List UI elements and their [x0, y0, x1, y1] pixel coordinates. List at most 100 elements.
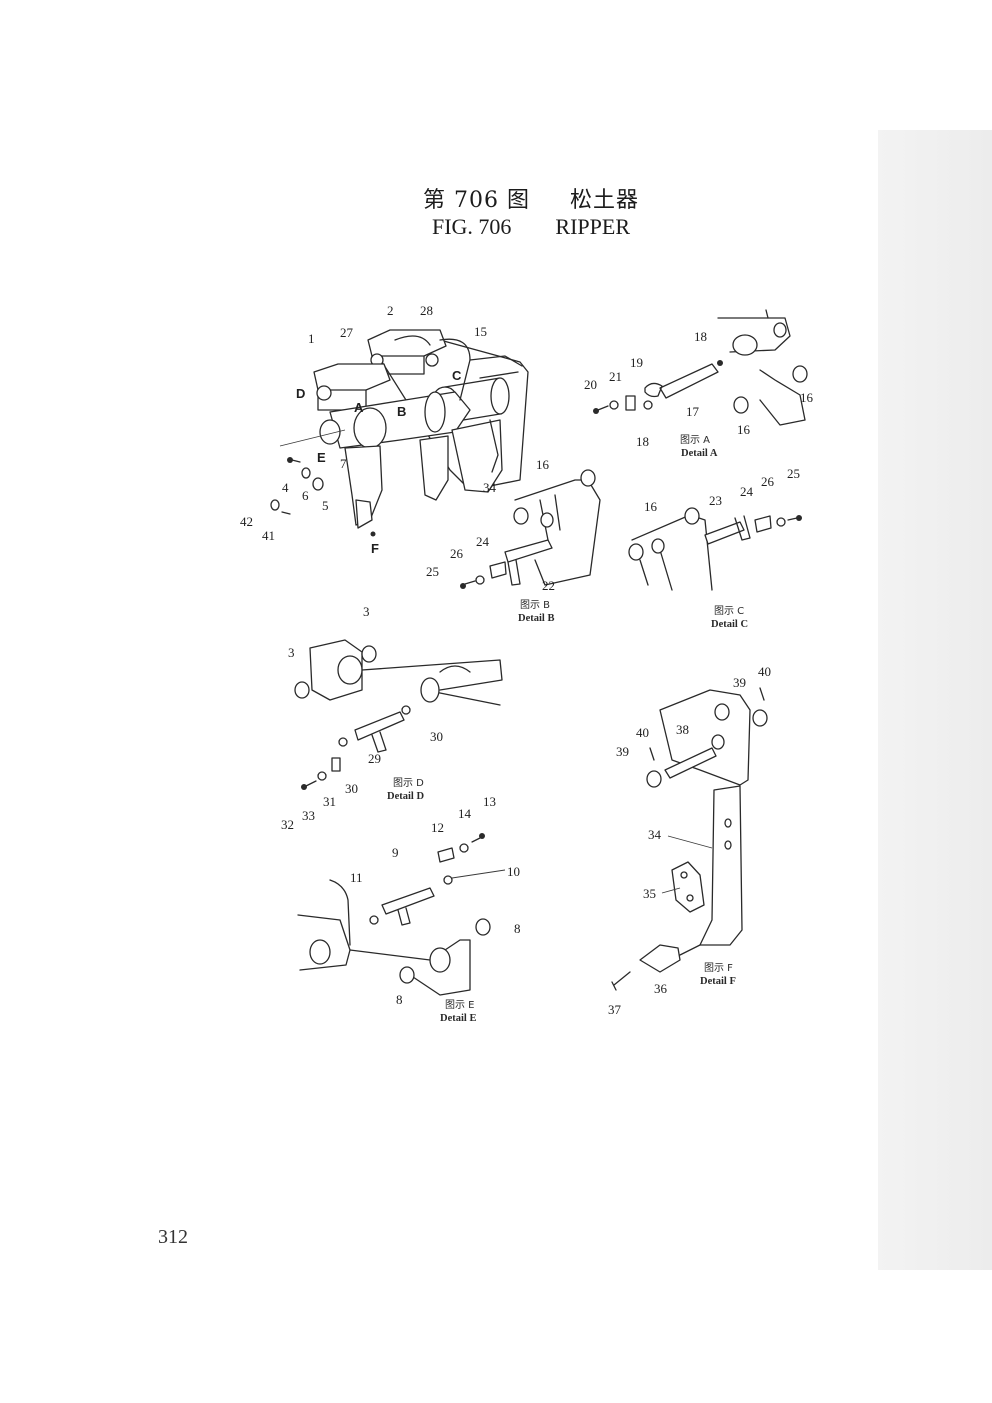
front-pin-boss [316, 385, 332, 401]
washer-26-c [776, 517, 786, 527]
bolt-20 [597, 405, 609, 411]
part-label: 31 [323, 794, 336, 809]
part-label: 19 [630, 355, 643, 370]
pin-38 [664, 747, 717, 779]
detail-e-bracket-boss [429, 947, 451, 973]
part-label: 42 [240, 514, 253, 529]
part-label: 7 [340, 456, 347, 471]
part-label: 2 [387, 303, 394, 318]
bolt-25-c [787, 517, 798, 521]
part-label: 34 [648, 827, 662, 842]
part-label: 18 [694, 329, 707, 344]
view-markers: D A B C E F [296, 368, 462, 556]
part-label: 36 [654, 981, 668, 996]
part-label: 1 [308, 331, 315, 346]
detail-a: 18 19 21 20 17 18 16 16 图示 A Detail A [584, 309, 814, 459]
bolt-13-head [479, 833, 485, 839]
nut-18 [643, 400, 653, 410]
detail-d-caption-en: Detail D [387, 791, 424, 802]
pin-29-tab [371, 731, 387, 753]
part-label: 29 [368, 751, 381, 766]
part-label: 12 [431, 820, 444, 835]
detail-e-frame-boss [309, 939, 331, 965]
rear-frame-ribs [469, 355, 523, 379]
detail-f-lower-hole [711, 734, 725, 750]
marker-B: B [397, 404, 406, 419]
bolt-4 [287, 457, 293, 463]
upper-block-part-28 [367, 329, 447, 357]
page-number: 312 [158, 1226, 188, 1248]
detail-c-caption-en: Detail C [711, 619, 748, 630]
mid-pin [424, 391, 446, 433]
part-label: 38 [676, 722, 689, 737]
bushing-39-left [646, 770, 662, 788]
bushing-39-right [752, 709, 768, 727]
detail-a-boss [732, 334, 758, 356]
detail-e: 13 14 12 9 10 11 8 8 图示 E Detail E [297, 794, 521, 1024]
marker-C: C [452, 368, 462, 383]
part-label: 18 [636, 434, 649, 449]
marker-F-dot [370, 531, 376, 537]
scan-edge-shadow [878, 130, 992, 1270]
detail-b-caption-en: Detail B [518, 613, 554, 624]
bushing-8-upper [475, 918, 491, 936]
part-label: 15 [474, 324, 487, 339]
part-label: 39 [616, 744, 629, 759]
part-label: 5 [322, 498, 329, 513]
detail-f: 40 39 38 40 39 34 35 36 37 图示 F Detail F [608, 664, 771, 1017]
bushing-3-upper [361, 645, 377, 663]
part-label: 24 [740, 484, 754, 499]
part-label: 30 [430, 729, 443, 744]
plate-12 [437, 847, 455, 863]
part-label: 8 [396, 992, 403, 1007]
bushing-8-lower [399, 966, 415, 984]
part-label: 10 [507, 864, 520, 879]
part-label: 16 [800, 390, 814, 405]
bushing-16-lower [733, 396, 749, 414]
part-label: 22 [542, 578, 555, 593]
bolt-25-head [460, 583, 466, 589]
detail-d-beam-hole [439, 665, 471, 673]
marker-D: D [296, 386, 305, 401]
detail-b-bracket [514, 479, 601, 586]
detail-c: 16 23 24 26 25 图示 C Detail C [628, 466, 802, 630]
bolt-20-head [593, 408, 599, 414]
marker-A: A [354, 400, 364, 415]
part-label: 37 [608, 1002, 622, 1017]
detail-c-pinhole [651, 538, 665, 554]
part-label: 11 [350, 870, 363, 885]
part-label: 14 [458, 806, 472, 821]
part-label: 33 [302, 808, 315, 823]
detail-f-caption-cn: 图示 F [704, 962, 733, 974]
washer-6 [301, 467, 311, 479]
pin-29 [354, 711, 405, 741]
part-label: 8 [514, 921, 521, 936]
pin-17 [659, 363, 719, 399]
bushing-16-c-right [684, 507, 700, 525]
nut-11 [369, 915, 379, 925]
detail-b-pinhole [540, 512, 554, 528]
part-label: 25 [787, 466, 800, 481]
main-link-arm [329, 391, 471, 449]
part-label: 24 [476, 534, 490, 549]
part-label: 30 [345, 781, 358, 796]
bushing-3-lower [294, 681, 310, 699]
bolt-32-head [301, 784, 307, 790]
pin-22-tab [507, 559, 521, 586]
marker-F: F [371, 541, 379, 556]
part-label: 26 [761, 474, 775, 489]
bushing-16-b [513, 507, 529, 525]
main-part-labels: 1 2 27 28 15 7 34 4 6 5 42 41 [240, 303, 497, 543]
tip-36 [639, 944, 681, 973]
plate-19 [625, 395, 636, 411]
part-label: 13 [483, 794, 496, 809]
upper-pin-boss-right [425, 353, 439, 367]
pin-17-head [644, 382, 663, 398]
leader-10 [451, 869, 506, 879]
detail-d-caption-cn: 图示 D [393, 777, 424, 789]
marker-E: E [317, 450, 326, 465]
part-label: 9 [392, 845, 399, 860]
detail-a-caption-en: Detail A [681, 448, 718, 459]
rear-shank-edge [489, 419, 499, 473]
